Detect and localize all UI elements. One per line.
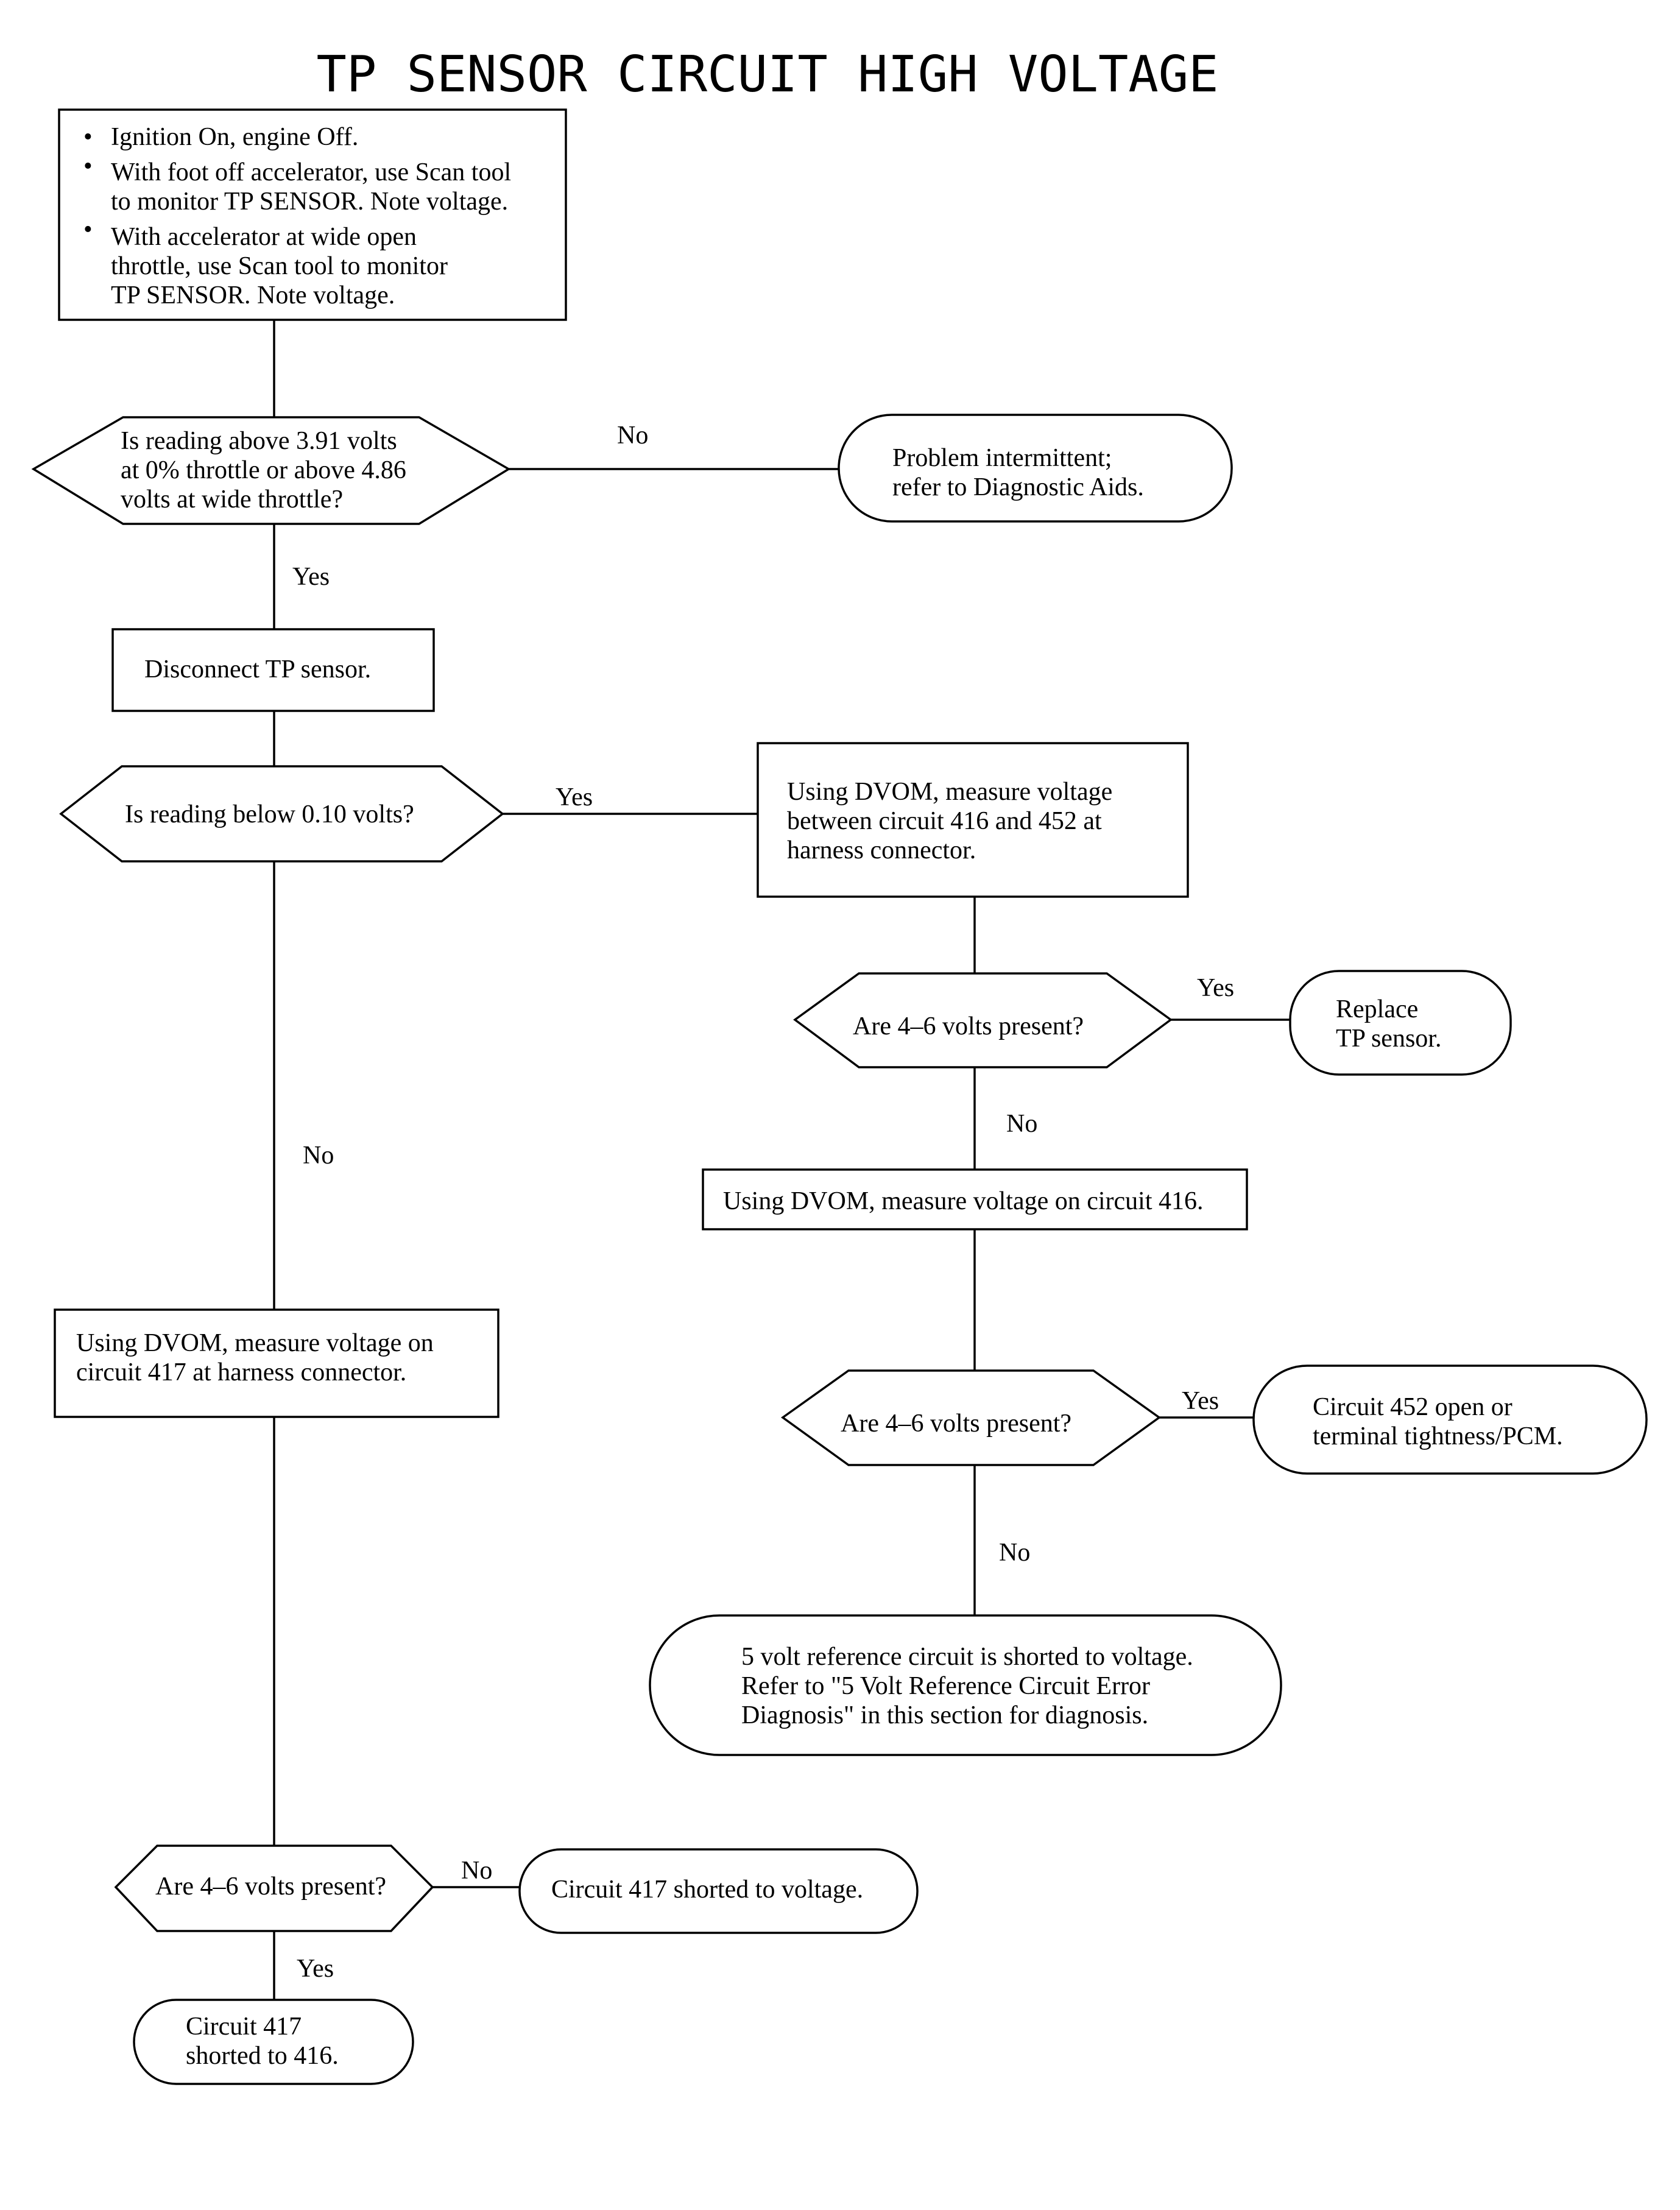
measure-416-452-line: harness connector. — [787, 836, 976, 864]
c417-416-line: shorted to 416. — [186, 2042, 339, 2070]
intermittent-line: Problem intermittent; — [892, 444, 1112, 472]
decision-q3 — [793, 972, 1173, 1068]
bullet-3-line: With accelerator at wide open — [111, 223, 417, 251]
circuit452-terminal — [1252, 1364, 1648, 1475]
intermittent-line: refer to Diagnostic Aids. — [892, 473, 1144, 501]
bullet-1-line: Ignition On, engine Off. — [111, 123, 358, 151]
q1-yes-label: Yes — [292, 563, 330, 591]
circuit452-line: terminal tightness/PCM. — [1313, 1422, 1563, 1450]
q5-yes-label: Yes — [297, 1955, 334, 1983]
measure-416-452-line: Using DVOM, measure voltage — [787, 778, 1112, 806]
ref-short-line: Diagnosis" in this section for diagnosis… — [741, 1701, 1148, 1729]
bullet-dot: • — [83, 216, 93, 244]
q1-line: at 0% throttle or above 4.86 — [121, 456, 406, 484]
measure-416-452-line: between circuit 416 and 452 at — [787, 807, 1102, 835]
step-texts: Is reading above 3.91 volts at 0% thrott… — [76, 427, 1563, 2070]
replace-line: Replace — [1336, 995, 1418, 1023]
branch-labels: No Yes Yes No Yes No Yes No No Yes — [292, 422, 1234, 1983]
decision-q5 — [114, 1845, 434, 1932]
bullet-dot: • — [83, 123, 93, 151]
start-box-text: • Ignition On, engine Off. • With foot o… — [83, 123, 511, 309]
q3-no-label: No — [1006, 1110, 1037, 1138]
q4-line: Are 4–6 volts present? — [841, 1410, 1071, 1438]
page-title: TP SENSOR CIRCUIT HIGH VOLTAGE — [316, 46, 1218, 104]
disconnect-line: Disconnect TP sensor. — [144, 655, 371, 683]
q2-no-label: No — [303, 1142, 334, 1170]
ref-short-line: Refer to "5 Volt Reference Circuit Error — [741, 1672, 1150, 1700]
connectors — [273, 320, 1290, 2000]
c417-416-terminal — [133, 1999, 414, 2085]
replace-terminal — [1289, 970, 1512, 1076]
decision-q1 — [31, 416, 511, 525]
q2-line: Is reading below 0.10 volts? — [125, 800, 414, 828]
q5-no-label: No — [461, 1857, 492, 1885]
bullet-3-line: TP SENSOR. Note voltage. — [111, 281, 395, 309]
q3-yes-label: Yes — [1197, 974, 1234, 1002]
bullet-2-line: to monitor TP SENSOR. Note voltage. — [111, 188, 508, 216]
bullet-2-line: With foot off accelerator, use Scan tool — [111, 158, 511, 186]
start-box — [58, 108, 567, 321]
q4-yes-label: Yes — [1182, 1387, 1219, 1415]
measure-416-line: Using DVOM, measure voltage on circuit 4… — [723, 1187, 1204, 1215]
c417-voltage-line: Circuit 417 shorted to voltage. — [551, 1876, 863, 1904]
replace-line: TP sensor. — [1336, 1025, 1441, 1053]
q2-yes-label: Yes — [556, 783, 593, 811]
c417-416-line: Circuit 417 — [186, 2013, 302, 2041]
decision-q2 — [59, 765, 504, 863]
ref-short-terminal — [649, 1614, 1282, 1756]
measure-417-box — [54, 1308, 499, 1418]
q1-line: volts at wide throttle? — [121, 485, 343, 514]
decision-q4 — [780, 1369, 1162, 1466]
circuit452-line: Circuit 452 open or — [1313, 1393, 1512, 1421]
bullet-dot: • — [83, 152, 93, 180]
disconnect-box — [111, 628, 435, 712]
intermittent-terminal — [838, 414, 1233, 523]
q4-no-label: No — [999, 1539, 1030, 1567]
c417-voltage-terminal — [518, 1848, 919, 1934]
measure-416-452-box — [757, 742, 1189, 898]
shapes — [31, 108, 1648, 2085]
q1-no-label: No — [617, 422, 648, 450]
measure-417-line: Using DVOM, measure voltage on — [76, 1329, 434, 1357]
measure-416-box — [702, 1168, 1248, 1230]
measure-417-line: circuit 417 at harness connector. — [76, 1358, 406, 1386]
q1-line: Is reading above 3.91 volts — [121, 427, 397, 455]
ref-short-line: 5 volt reference circuit is shorted to v… — [741, 1643, 1193, 1671]
q5-line: Are 4–6 volts present? — [155, 1873, 386, 1901]
bullet-3-line: throttle, use Scan tool to monitor — [111, 252, 448, 280]
q3-line: Are 4–6 volts present? — [853, 1012, 1084, 1040]
